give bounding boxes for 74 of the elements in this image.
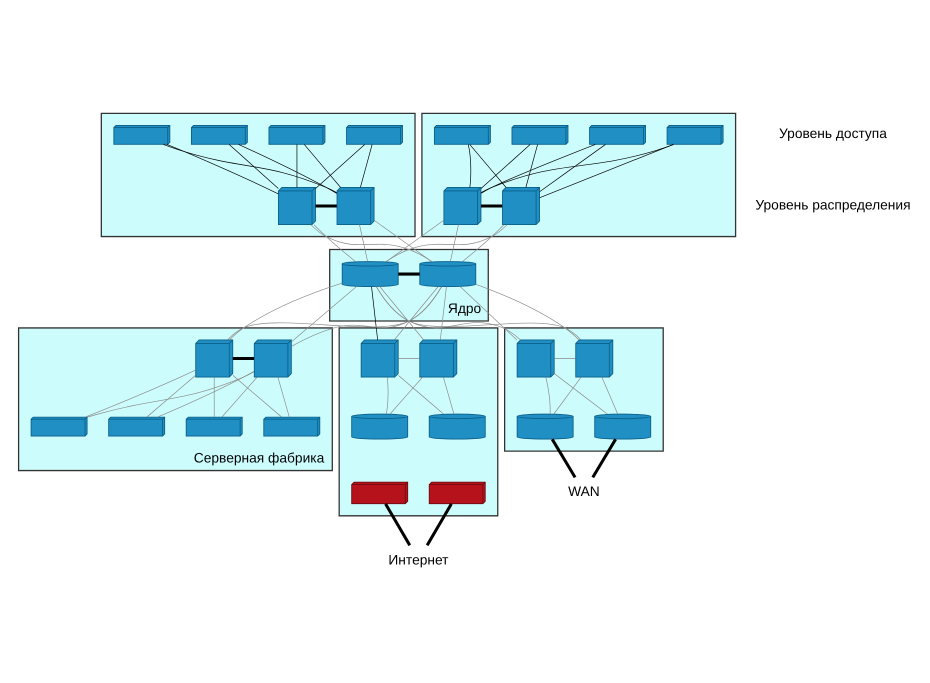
connector <box>545 376 550 414</box>
connector <box>550 438 576 478</box>
connector <box>398 358 420 359</box>
connector <box>296 144 298 188</box>
connector <box>554 376 582 414</box>
connector <box>232 375 282 418</box>
node-label: Ядро <box>448 301 482 316</box>
connector <box>539 144 606 192</box>
connector <box>232 357 254 360</box>
connector <box>390 376 423 414</box>
connector <box>394 286 438 340</box>
connector <box>450 224 459 262</box>
connector <box>384 503 412 546</box>
connector <box>475 284 580 340</box>
connector <box>157 370 254 418</box>
connector <box>468 144 472 188</box>
connector <box>84 370 196 418</box>
connector <box>480 204 502 208</box>
connector <box>398 375 444 414</box>
connector <box>227 286 442 340</box>
connector <box>554 373 608 414</box>
connector <box>591 438 617 478</box>
connector <box>163 144 338 194</box>
connector <box>398 272 420 276</box>
connector <box>291 286 442 347</box>
connector <box>278 376 290 418</box>
connector <box>602 376 618 414</box>
connector <box>460 286 518 340</box>
connector <box>314 224 356 262</box>
connector <box>426 503 453 546</box>
connector <box>480 144 530 189</box>
connector <box>380 286 424 340</box>
connector <box>374 220 432 262</box>
cluster <box>504 327 664 452</box>
connector <box>316 204 337 208</box>
cluster <box>338 327 498 516</box>
connector <box>480 144 674 193</box>
connector <box>166 144 279 194</box>
connector <box>228 144 279 189</box>
cluster <box>329 248 489 322</box>
connector <box>554 358 576 359</box>
connector <box>440 286 447 340</box>
connector <box>469 144 506 188</box>
connector <box>386 220 444 262</box>
connector <box>443 376 454 414</box>
connector <box>291 286 357 342</box>
cluster <box>100 112 416 238</box>
connector <box>360 144 372 188</box>
connector <box>310 224 432 262</box>
connector <box>146 375 196 418</box>
connector <box>480 144 596 194</box>
connector <box>539 144 674 198</box>
connector <box>462 224 504 262</box>
connector <box>87 371 254 418</box>
connector <box>376 286 521 340</box>
connector <box>359 224 368 262</box>
connector <box>526 144 538 188</box>
cluster <box>18 327 333 472</box>
label: Уровень распределения <box>755 197 911 212</box>
node-text: Интернет <box>388 552 448 568</box>
node-text: WAN <box>568 484 600 500</box>
connector <box>238 144 338 194</box>
connector <box>386 224 508 262</box>
connector <box>222 376 258 418</box>
node-label: Серверная фабрика <box>194 450 324 466</box>
connector <box>315 144 366 189</box>
connector <box>304 144 341 188</box>
connector <box>229 282 343 340</box>
connector <box>371 286 378 340</box>
label: Уровень доступа <box>779 126 887 142</box>
connector <box>376 286 582 340</box>
connector <box>214 376 215 418</box>
connector <box>386 376 388 414</box>
cluster <box>421 112 736 238</box>
